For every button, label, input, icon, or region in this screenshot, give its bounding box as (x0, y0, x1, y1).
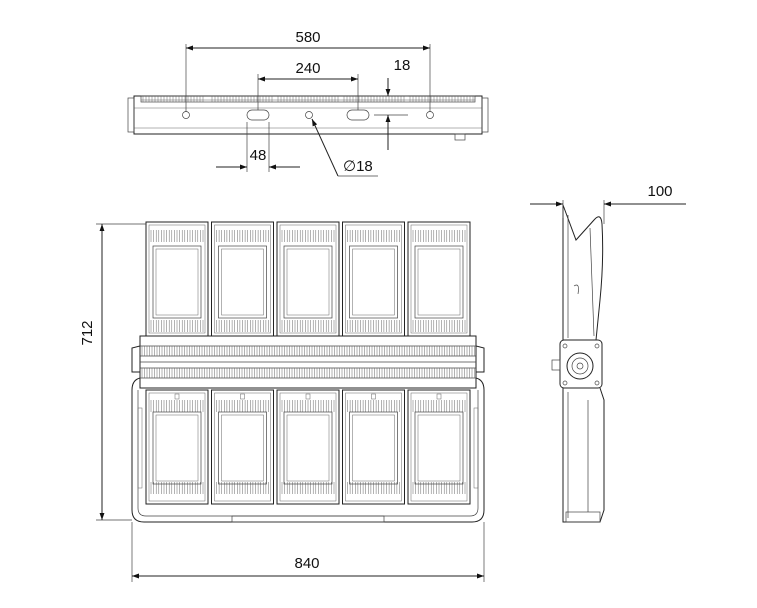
dimension-diameter: ∅18 (311, 118, 378, 177)
mount-hole (426, 111, 434, 119)
mount-slot (346, 109, 370, 121)
front-view (131, 221, 485, 523)
led-module (342, 389, 405, 505)
led-modules (145, 221, 471, 505)
led-module (145, 221, 209, 337)
dim-18-label: 18 (394, 57, 411, 74)
top-fins (142, 96, 474, 102)
dimension-100: 100 (530, 183, 686, 224)
led-module (342, 221, 405, 337)
dimension-712: 712 (79, 223, 146, 521)
mount-slot (246, 109, 270, 121)
dim-240-label: 240 (295, 60, 320, 77)
mount-hole (305, 111, 313, 119)
mount-hole (182, 111, 190, 119)
dimension-840: 840 (131, 522, 485, 582)
led-module (407, 221, 471, 337)
led-module (276, 221, 340, 337)
dim-diameter-label: ∅18 (343, 158, 373, 175)
dimension-580: 580 (185, 29, 431, 112)
top-view (127, 95, 489, 141)
dim-100-label: 100 (647, 183, 672, 200)
led-module (407, 389, 471, 505)
dimension-48: 48 (216, 122, 300, 172)
led-module (211, 221, 274, 337)
dim-712-label: 712 (79, 320, 96, 345)
led-module (276, 389, 340, 505)
led-module (211, 389, 274, 505)
dim-840-label: 840 (294, 555, 319, 572)
led-module (145, 389, 209, 505)
dimension-18: 18 (374, 57, 410, 150)
dim-48-label: 48 (250, 147, 267, 164)
dim-580-label: 580 (295, 29, 320, 46)
dimension-240: 240 (257, 60, 359, 110)
center-bar-hatch (141, 346, 475, 378)
side-view (551, 204, 605, 523)
